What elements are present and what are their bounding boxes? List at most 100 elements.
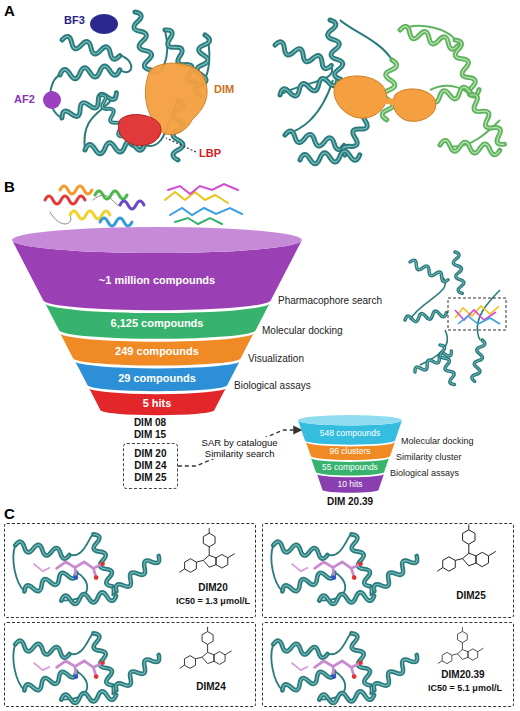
dashed-group-box: DIM 20DIM 24DIM 25 — [123, 443, 178, 489]
band-shape — [75, 361, 240, 391]
band-text-area: 5 hits — [89, 393, 226, 413]
pharmacophore-models — [60, 186, 92, 194]
dimer-cartoon — [325, 19, 345, 80]
dimer-cartoon — [466, 92, 509, 147]
dimer-cartoon — [280, 20, 392, 135]
compound-id: DIM 24 — [134, 460, 167, 472]
band-count: ~1 million compounds — [99, 274, 215, 286]
chemical-structure — [180, 627, 232, 669]
chemical-structure — [437, 524, 496, 571]
funnel-band: 29 compounds — [75, 361, 240, 391]
site-label: BF3 — [64, 14, 85, 27]
protein-cartoon — [60, 65, 121, 80]
band-shape — [89, 388, 226, 415]
funnel-band: 10 hits — [317, 474, 384, 493]
step-label: Biological assays — [390, 468, 459, 478]
protein-cartoon — [50, 30, 209, 150]
band-count: 249 compounds — [115, 345, 199, 357]
pharmacophore-models — [170, 208, 242, 215]
ic50-value: IC50 = 1.3 μmol/L — [176, 596, 250, 606]
chemical-structure — [438, 627, 484, 663]
docking-site-cartoon — [404, 251, 506, 385]
compound-id: DIM 20.39 — [327, 496, 373, 508]
panel-letter: A — [4, 2, 15, 19]
band-text-area: 249 compounds — [60, 340, 254, 363]
band-count: 5 hits — [143, 397, 172, 409]
funnel-band: ~1 million compounds — [12, 227, 302, 310]
pharmacophore-models — [165, 192, 228, 203]
protein-cartoon — [90, 14, 118, 34]
docking-site-cartoon — [437, 344, 458, 386]
step-label: Visualization — [248, 353, 304, 365]
band-shape — [45, 303, 270, 339]
site-label: AF2 — [14, 93, 35, 106]
docking-site-cartoon — [404, 309, 447, 323]
protein-cartoon — [118, 115, 161, 146]
dimer-cartoon — [382, 100, 398, 103]
protein-cartoon — [130, 11, 155, 72]
band-count: 29 compounds — [118, 372, 196, 384]
dimer-cartoon — [393, 89, 436, 121]
band-shape — [317, 474, 384, 493]
docking-panel: DIM20IC50 = 1.3 μmol/L — [4, 523, 256, 618]
band-count: 96 clusters — [329, 447, 370, 456]
band-text-area: 10 hits — [317, 477, 384, 492]
binding-pose — [13, 533, 419, 704]
docking-site-cartoon — [409, 259, 450, 283]
band-count: 10 hits — [337, 480, 362, 489]
band-text-area: 29 compounds — [75, 367, 240, 389]
band-count: 548 compounds — [320, 429, 381, 438]
compound-id: DIM 15 — [134, 429, 166, 441]
band-text-area: 6,125 compounds — [45, 311, 270, 335]
pharmacophore-models — [95, 191, 127, 199]
ic50-value: IC50 = 5.1 μmol/L — [428, 683, 502, 693]
dimer-cartoon — [273, 19, 508, 165]
compound-name: DIM24 — [196, 681, 225, 693]
band-shape — [60, 333, 254, 366]
step-label: Biological assays — [234, 380, 311, 392]
funnel-opening — [12, 227, 302, 253]
docking-panel: DIM25 — [262, 523, 514, 618]
band-shape — [311, 458, 389, 475]
compound-name: DIM20 — [198, 582, 227, 594]
pharmacophore-models — [168, 184, 238, 194]
funnel-band: 548 compounds — [298, 415, 402, 445]
compound-name: DIM25 — [456, 590, 485, 602]
funnel-opening — [298, 415, 402, 425]
step-label: Similarity cluster — [396, 452, 462, 462]
funnel-band: 6,125 compounds — [45, 303, 270, 339]
dimer-cartoon — [300, 150, 361, 165]
site-label: DIM — [214, 83, 234, 96]
step-label: Molecular docking — [262, 325, 343, 337]
band-count: 6,125 compounds — [111, 317, 204, 329]
binding-pose — [13, 632, 161, 704]
dimer-cartoon — [399, 25, 460, 50]
panel-letter: B — [4, 178, 15, 195]
band-text-area: 55 compounds — [311, 461, 389, 474]
funnel-band: 5 hits — [89, 388, 226, 415]
binding-pose — [271, 533, 419, 605]
docking-site-cartoon — [471, 339, 485, 382]
dimer-cartoon — [334, 76, 387, 118]
pharmacophore-models — [45, 196, 85, 204]
dimer-cartoon — [440, 140, 501, 155]
panel-letter: C — [4, 505, 15, 522]
chemical-structure — [179, 528, 234, 572]
step-label: Molecular docking — [401, 436, 474, 446]
compound-id: DIM 08 — [134, 417, 166, 429]
dashed-arrow — [178, 430, 302, 466]
edge-label: SAR by catalogue Similarity search — [192, 437, 288, 460]
binding-pose — [13, 533, 161, 605]
pharmacophore-models — [45, 184, 242, 226]
band-shape — [306, 442, 395, 460]
pharmacophore-models — [175, 218, 222, 224]
band-count: 55 compounds — [322, 463, 378, 472]
binding-pose — [271, 632, 419, 704]
band-text-area: 96 clusters — [306, 446, 395, 459]
pharmacophore-models — [100, 218, 132, 226]
band-text-area: 548 compounds — [298, 425, 402, 443]
compound-id: DIM 20 — [134, 448, 167, 460]
protein-cartoon — [43, 11, 210, 160]
pharmacophore-models — [120, 201, 144, 209]
